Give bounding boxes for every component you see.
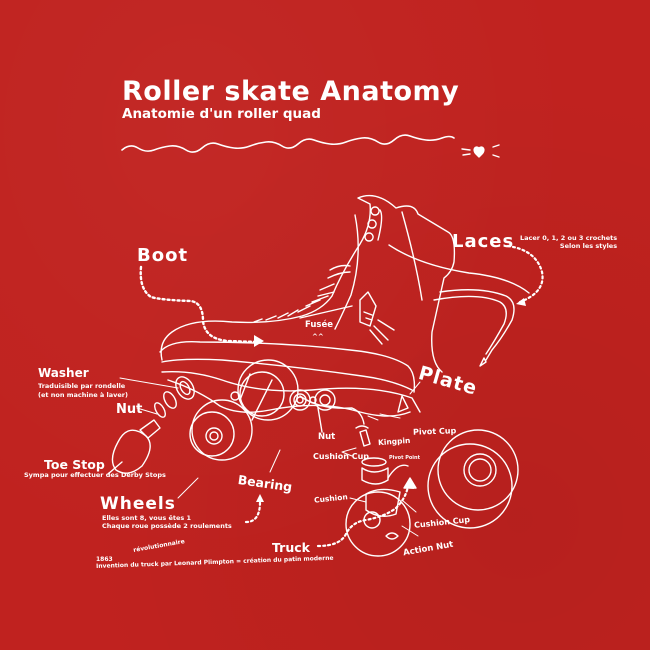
truck-history-year: 1863	[96, 556, 113, 563]
laces-note-line1: Lacer 0, 1, 2 ou 3 crochets	[520, 234, 618, 242]
label-pivot-point: Pivot Point	[389, 455, 420, 461]
fusee-note: ^^	[312, 333, 324, 341]
toe-stop-assembly	[107, 376, 195, 475]
label-fusee: Fusée	[305, 320, 334, 330]
washer-note-line1: Traduisible par rondelle	[38, 382, 126, 390]
heart-icon	[461, 144, 500, 158]
wheels-note-line1: Elles sont 8, vous êtes 1	[102, 514, 192, 522]
label-cushion-cup-top: Cushion Cup	[313, 452, 370, 461]
page-title: Roller skate Anatomy	[122, 76, 460, 107]
label-truck: Truck	[272, 540, 310, 555]
label-nut-center: Nut	[318, 432, 336, 442]
washer-note: Traduisible par rondelle (et non machine…	[38, 382, 128, 400]
label-nut-left: Nut	[116, 402, 143, 417]
label-laces: Laces	[452, 231, 515, 252]
wheels-note-line2: Chaque roue possède 2 roulements	[102, 522, 232, 530]
label-boot: Boot	[137, 245, 189, 266]
kingpin-cushion-stack	[355, 425, 417, 540]
wheels-note: Elles sont 8, vous êtes 1 Chaque roue po…	[102, 514, 232, 530]
laces-pointer-arrow	[506, 244, 544, 304]
washer-note-line2: (et non machine à laver)	[38, 391, 128, 399]
toe-stop-note: Sympa pour effectuer des Derby Stops	[24, 471, 166, 479]
boot-outline	[159, 194, 530, 393]
page-subtitle: Anatomie d'un roller quad	[122, 106, 321, 122]
label-pivot-cup: Pivot Cup	[412, 426, 457, 437]
leader-lines	[119, 377, 421, 537]
wheels-and-bearings	[189, 359, 519, 557]
laces-note-line2: Selon les styles	[559, 242, 618, 250]
label-toe-stop: Toe Stop	[44, 457, 105, 472]
label-wheels: Wheels	[100, 494, 176, 514]
laces-note: Lacer 0, 1, 2 ou 3 crochets Selon les st…	[520, 234, 617, 250]
label-washer: Washer	[38, 366, 89, 380]
wheels-pointer-arrow	[244, 500, 262, 524]
wavy-divider-icon	[121, 134, 455, 153]
boot-pointer-arrow	[139, 265, 260, 344]
plate-outline	[161, 370, 421, 425]
